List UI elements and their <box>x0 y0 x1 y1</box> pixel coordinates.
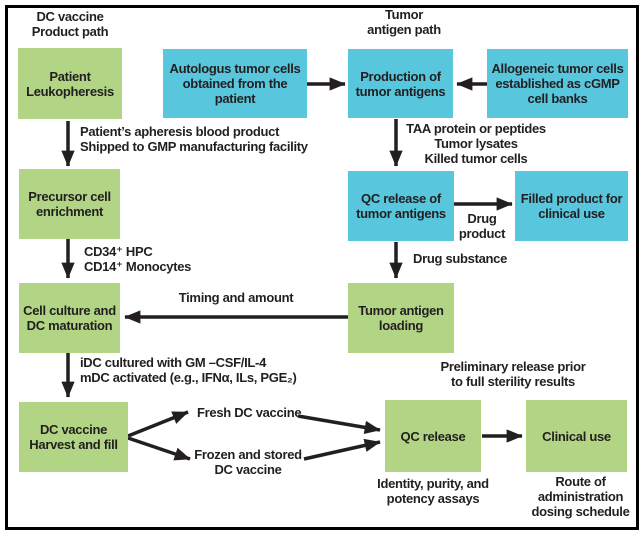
box-qc-release: QC release <box>385 400 481 472</box>
arrow-harvest-to-frozen <box>127 436 191 461</box>
label-cd-markers: CD34⁺ HPC CD14⁺ Monocytes <box>84 244 192 274</box>
box-production-tumor-antigens: Production of tumor antigens <box>348 49 453 118</box>
box-allogeneic-tumor-cells: Allogeneic tumor cells established as cG… <box>487 49 628 118</box>
label-frozen-dc-vaccine: Frozen and stored DC vaccine <box>194 447 302 477</box>
label-drug-substance: Drug substance <box>413 251 508 266</box>
arrow-fresh-to-qc-release <box>297 414 381 434</box>
box-qc-release-tumor-antigens: QC release of tumor antigens <box>348 171 454 241</box>
box-clinical-use: Clinical use <box>526 400 627 472</box>
label-drug-product: Drug product <box>458 211 506 241</box>
label-dc-culture-activation: iDC cultured with GM –CSF/IL-4 mDC activ… <box>80 355 297 385</box>
box-autologous-tumor-cells: Autologus tumor cells obtained from the … <box>163 49 307 118</box>
label-preliminary-release: Preliminary release prior to full steril… <box>440 359 586 389</box>
arrow-frozen-to-qc-release <box>303 438 381 461</box>
box-patient-leukopheresis: Patient Leukopheresis <box>18 48 122 119</box>
box-dc-vaccine-harvest: DC vaccine Harvest and fill <box>19 402 128 472</box>
label-apheresis-shipping: Patient’s apheresis blood product Shippe… <box>80 124 308 154</box>
label-timing-amount: Timing and amount <box>178 290 294 305</box>
arrow-harvest-to-fresh <box>127 410 189 438</box>
box-filled-product: Filled product for clinical use <box>515 171 628 241</box>
header-product-path: DC vaccine Product path <box>31 9 109 39</box>
label-taa-lysates: TAA protein or peptides Tumor lysates Ki… <box>406 121 546 166</box>
label-route-administration: Route of administration dosing schedule <box>531 474 630 519</box>
box-precursor-cell-enrichment: Precursor cell enrichment <box>19 169 120 239</box>
box-tumor-antigen-loading: Tumor antigen loading <box>348 283 454 353</box>
label-fresh-dc-vaccine: Fresh DC vaccine <box>197 405 302 420</box>
header-antigen-path: Tumor antigen path <box>367 7 441 37</box>
label-identity-purity-assays: Identity, purity, and potency assays <box>377 476 489 506</box>
box-cell-culture-dc-maturation: Cell culture and DC maturation <box>19 283 120 353</box>
